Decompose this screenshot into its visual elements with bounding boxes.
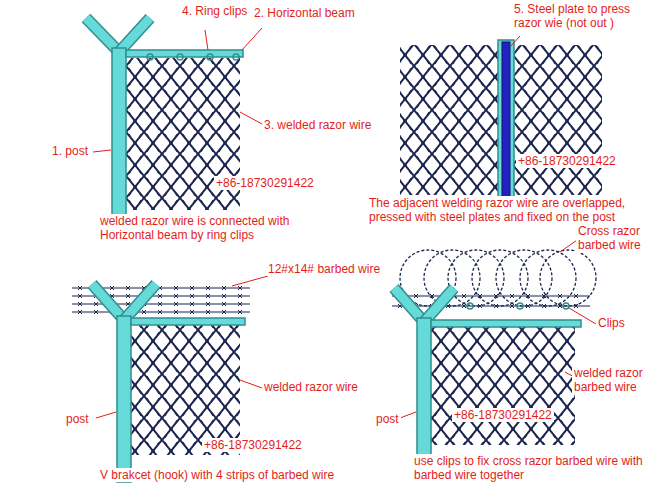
post xyxy=(117,316,131,482)
callout-label: Clips xyxy=(596,316,627,330)
horizontal-beam xyxy=(126,50,243,57)
leader-lines xyxy=(400,238,596,418)
panel-one xyxy=(86,18,262,240)
phone-watermark: +86-18730291422 xyxy=(214,176,316,190)
leader-lines xyxy=(96,276,268,418)
phone-watermark: +86-18730291422 xyxy=(202,438,304,452)
leader-lines xyxy=(93,28,262,152)
callout-label: welded razor wire xyxy=(262,380,360,394)
callout-label: post xyxy=(64,412,91,426)
post xyxy=(112,48,126,240)
callout-label: 4. Ring clips xyxy=(180,4,249,18)
caption: use clips to fix cross razor barbed wire… xyxy=(412,454,646,483)
ring-clips xyxy=(147,54,239,60)
callout-label: 2. Horizontal beam xyxy=(252,6,357,20)
phone-watermark: +86-18730291422 xyxy=(516,154,618,168)
callout-label: 1. post xyxy=(50,144,90,158)
callout-label: 3. welded razor wire xyxy=(262,118,373,132)
callout-label: Cross razor barbed wire xyxy=(576,224,646,253)
callout-label: 12#x14# barbed wire xyxy=(266,262,382,276)
horizontal-beam xyxy=(431,320,581,327)
caption: welded razor wire is connected with Hori… xyxy=(98,214,317,243)
razor-mesh xyxy=(400,45,506,195)
panel-two xyxy=(400,36,602,200)
post xyxy=(498,40,514,200)
barbed-wire xyxy=(392,294,590,308)
callout-label: post xyxy=(374,412,401,426)
caption: V brakcet (hook) with 4 strips of barbed… xyxy=(98,468,362,482)
phone-watermark: +86-18730291422 xyxy=(452,408,554,422)
concertina-coil xyxy=(400,250,596,306)
razor-mesh xyxy=(430,327,575,445)
clips xyxy=(467,303,569,309)
callout-label: 5. Steel plate to press razor wie (not o… xyxy=(512,2,646,31)
horizontal-beam xyxy=(131,318,245,325)
callout-label: welded razor barbed wire xyxy=(572,366,646,395)
panel-four xyxy=(392,238,596,480)
caption: The adjacent welding razor wire are over… xyxy=(367,196,646,225)
razor-mesh xyxy=(130,325,240,455)
razor-mesh xyxy=(504,45,602,195)
steel-plate xyxy=(502,42,510,198)
leader-line xyxy=(511,36,520,46)
